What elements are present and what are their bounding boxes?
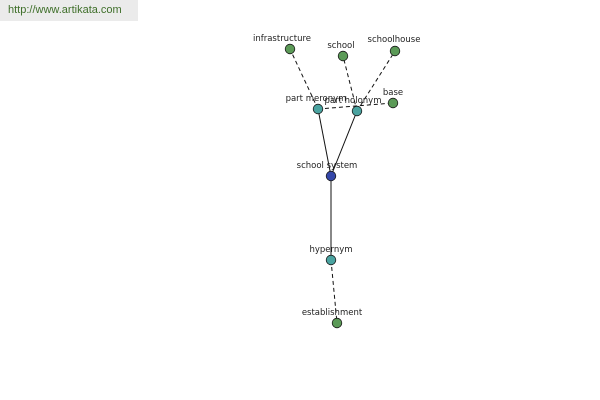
node-label-infrastructure[interactable]: infrastructure (253, 34, 311, 44)
node-dot-school-system[interactable] (325, 170, 337, 182)
node-school-system[interactable]: school system (297, 161, 358, 182)
edges-layer (289, 48, 396, 324)
node-label-schoolhouse[interactable]: schoolhouse (368, 35, 421, 45)
node-schoolhouse[interactable]: schoolhouse (368, 35, 421, 57)
node-infrastructure[interactable]: infrastructure (253, 34, 311, 55)
node-label-part-meronym[interactable]: part meronym (286, 94, 347, 104)
node-dot-hypernym[interactable] (325, 254, 337, 266)
node-dot-infrastructure[interactable] (284, 43, 296, 55)
node-dot-establishment[interactable] (331, 317, 343, 329)
node-label-school-system[interactable]: school system (297, 161, 358, 171)
edge-part-holonym-to-schoolhouse (356, 50, 396, 112)
node-hypernym[interactable]: hypernym (309, 245, 353, 266)
node-label-part-holonym[interactable]: part holonym (325, 96, 382, 106)
node-dot-part-meronym[interactable] (312, 103, 324, 115)
edge-part-holonym-to-school (342, 55, 358, 112)
node-label-base[interactable]: base (383, 88, 403, 98)
edge-part-meronym-to-base (317, 102, 394, 110)
node-school[interactable]: school (327, 41, 355, 62)
node-label-hypernym[interactable]: hypernym (309, 245, 352, 255)
site-url[interactable]: http://www.artikata.com (0, 0, 138, 21)
node-label-school[interactable]: school (327, 41, 354, 51)
node-establishment[interactable]: establishment (302, 308, 363, 329)
node-dot-base[interactable] (387, 97, 399, 109)
node-dot-schoolhouse[interactable] (389, 45, 401, 57)
node-part-holonym[interactable]: part holonym (325, 96, 382, 117)
nodes-layer: infrastructureschoolschoolhousebasepart … (253, 34, 421, 329)
edge-hypernym-to-establishment (330, 259, 338, 324)
node-part-meronym[interactable]: part meronym (286, 94, 347, 115)
node-dot-school[interactable] (337, 50, 349, 62)
node-dot-part-holonym[interactable] (351, 105, 363, 117)
edge-school-system-to-part-holonym (330, 110, 358, 177)
node-label-establishment[interactable]: establishment (302, 308, 363, 318)
edge-school-system-to-part-meronym (317, 108, 332, 177)
node-base[interactable]: base (383, 88, 403, 109)
